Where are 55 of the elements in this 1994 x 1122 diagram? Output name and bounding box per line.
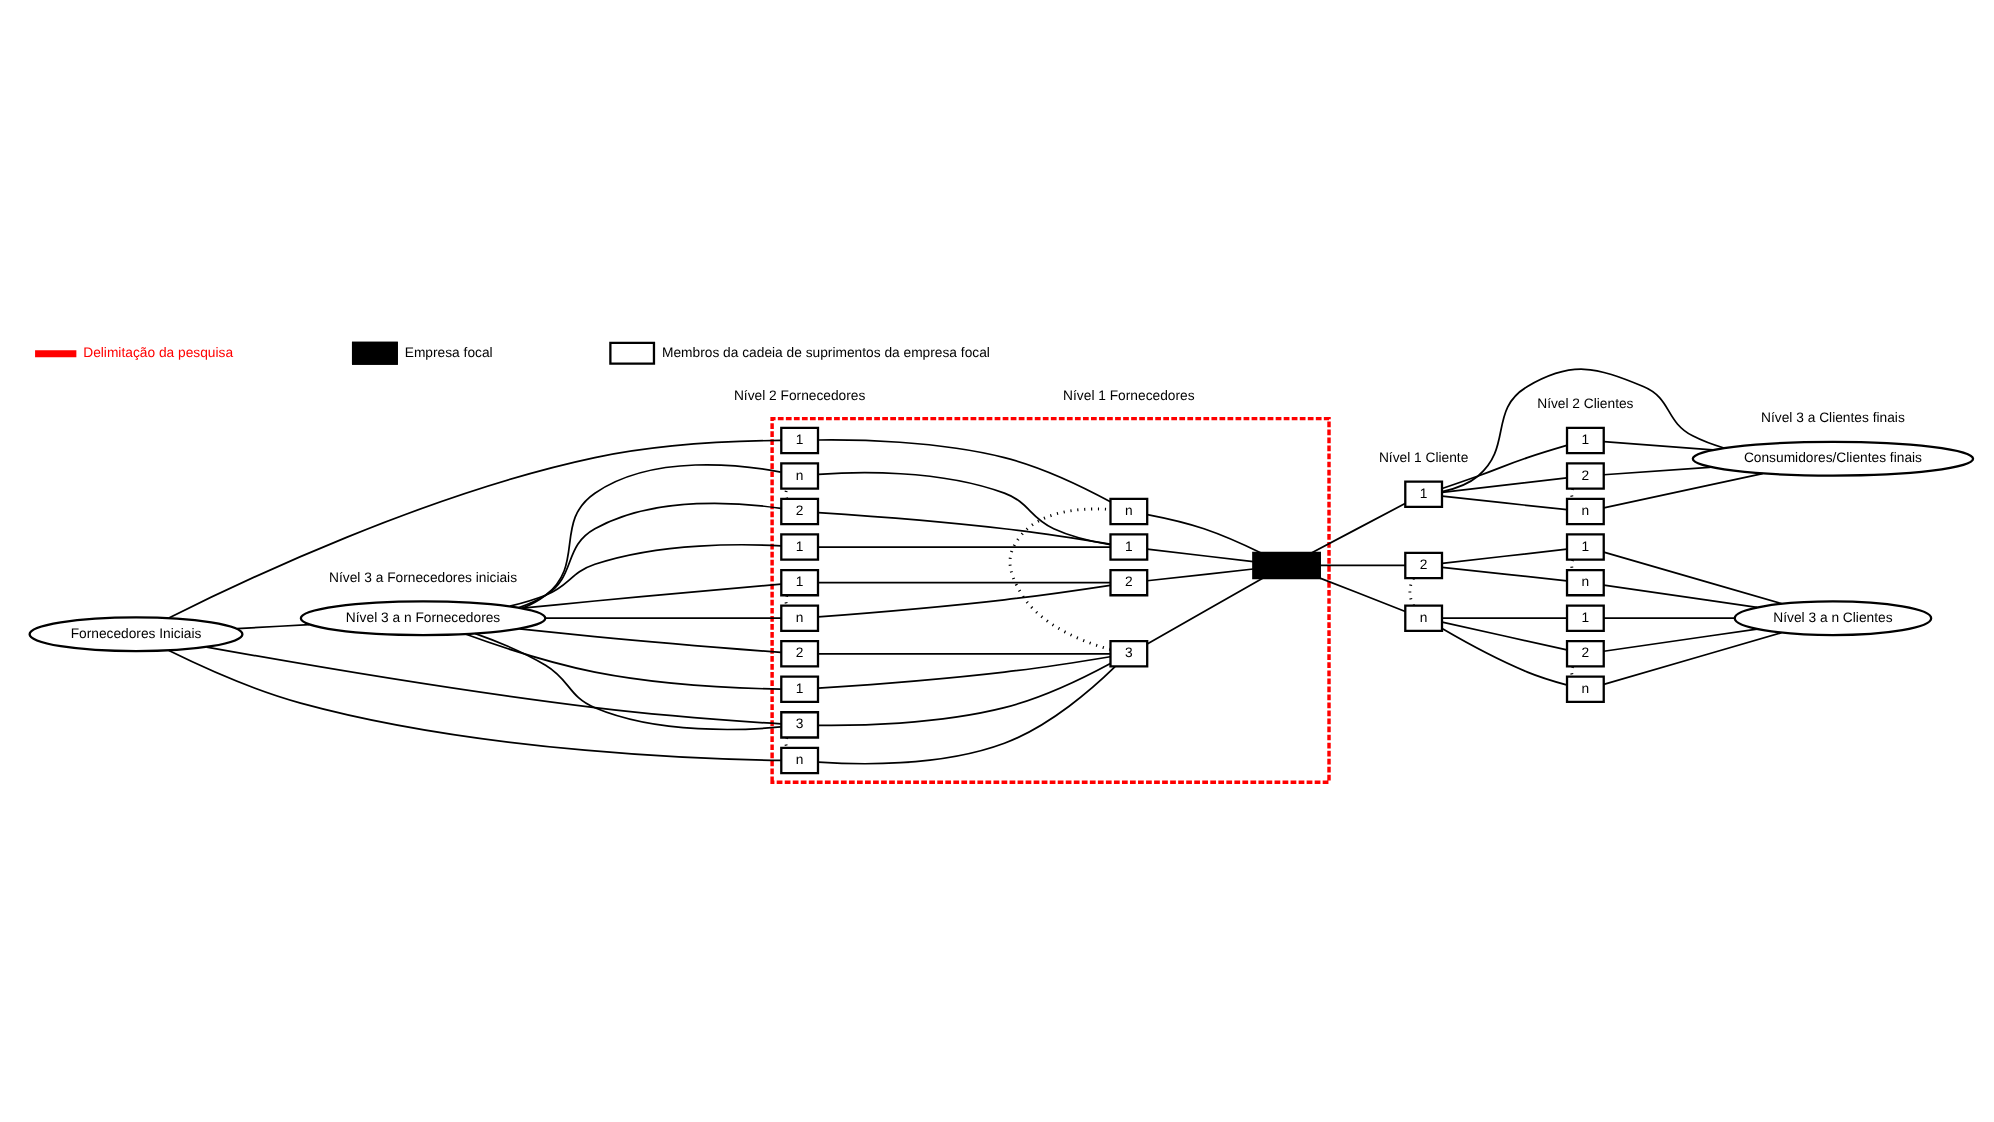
connector (817, 583, 1112, 617)
connector (1602, 616, 1736, 619)
connector (1146, 567, 1255, 581)
connector (1310, 501, 1406, 553)
connector (205, 645, 782, 724)
connector (1441, 476, 1568, 493)
connector (521, 463, 782, 608)
connector (817, 470, 1112, 545)
connector (1319, 563, 1407, 566)
connector (784, 594, 789, 605)
connector (1602, 583, 1758, 608)
connector (817, 510, 1112, 544)
connector (518, 501, 782, 608)
node-box (1252, 550, 1321, 579)
connector (817, 580, 1112, 583)
connector (1146, 512, 1262, 553)
connector (1570, 558, 1575, 570)
connector (1602, 439, 1714, 450)
connector (817, 438, 1112, 502)
connector (1408, 576, 1415, 606)
connector (1570, 487, 1575, 499)
connector (518, 626, 782, 653)
connector (1570, 665, 1575, 676)
connector (1441, 565, 1568, 581)
connector (1441, 443, 1568, 489)
connector (1441, 367, 1725, 492)
connector (509, 542, 782, 607)
connector (167, 648, 782, 761)
connector (817, 545, 1112, 547)
connector (1441, 626, 1568, 685)
connector (167, 438, 782, 618)
connector (817, 664, 1116, 764)
connector (1008, 506, 1111, 650)
connector (521, 582, 782, 608)
connector (817, 654, 1112, 689)
connector (784, 487, 789, 499)
connector (1441, 547, 1568, 564)
connector (474, 631, 782, 730)
connector (1602, 627, 1758, 652)
cluster (770, 415, 1331, 783)
connector (1146, 576, 1264, 644)
connector (817, 661, 1112, 726)
connector (235, 622, 311, 629)
connector (1602, 630, 1783, 685)
connector (1441, 616, 1568, 619)
connector (544, 616, 782, 619)
connector (1441, 494, 1568, 510)
connector (1602, 471, 1764, 508)
connector (465, 632, 782, 689)
connector (1146, 547, 1255, 562)
connector (1441, 620, 1568, 650)
connector (1319, 576, 1407, 612)
connector (817, 651, 1112, 654)
connector (1602, 550, 1783, 604)
connector (1602, 465, 1712, 475)
